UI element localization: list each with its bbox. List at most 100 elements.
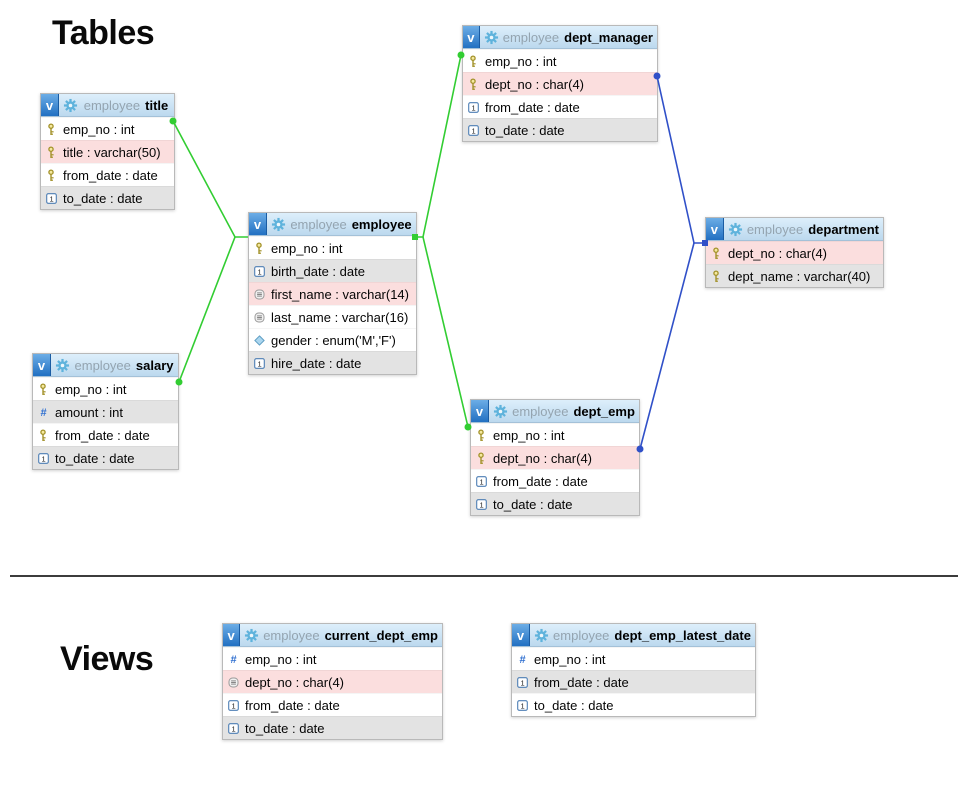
relation-line-title-employee — [172, 120, 248, 238]
gear-icon[interactable] — [493, 404, 508, 419]
gear-icon[interactable] — [63, 98, 78, 113]
column-label: last_name : varchar(16) — [271, 309, 409, 325]
column-label: from_date : date — [485, 99, 580, 115]
svg-text:1: 1 — [479, 500, 483, 509]
schema-name: employee — [74, 357, 131, 373]
v-badge-icon: v — [471, 400, 489, 422]
schema-name: employee — [263, 627, 320, 643]
date-icon: 1 — [516, 676, 528, 688]
column-row-department-0[interactable]: dept_no : char(4) — [706, 241, 883, 264]
column-row-employee-0[interactable]: emp_no : int — [249, 236, 416, 259]
column-row-current_dept_emp-1[interactable]: dept_no : char(4) — [223, 670, 442, 693]
schema-name: employee — [502, 29, 560, 45]
table-name: dept_emp_latest_date — [614, 627, 751, 643]
column-row-dept_manager-1[interactable]: dept_no : char(4) — [463, 72, 657, 95]
column-row-title-1[interactable]: title : varchar(50) — [41, 140, 174, 163]
column-row-employee-3[interactable]: last_name : varchar(16) — [249, 305, 416, 328]
svg-text:1: 1 — [471, 103, 475, 112]
v-badge-icon: v — [512, 624, 530, 646]
svg-text:1: 1 — [231, 724, 235, 733]
column-label: amount : int — [55, 404, 123, 420]
svg-text:1: 1 — [41, 454, 45, 463]
table-name: dept_manager — [564, 29, 653, 45]
column-row-salary-0[interactable]: emp_no : int — [33, 377, 178, 400]
column-row-employee-4[interactable]: gender : enum('M','F') — [249, 328, 416, 351]
primary-key-icon — [467, 54, 479, 68]
schema-name: employee — [83, 97, 141, 113]
column-row-dept_emp-0[interactable]: emp_no : int — [471, 423, 639, 446]
relation-line-employee-dept_emp — [422, 236, 469, 428]
column-row-department-1[interactable]: dept_name : varchar(40) — [706, 264, 883, 287]
column-row-salary-2[interactable]: from_date : date — [33, 423, 178, 446]
table-name: employee — [351, 216, 412, 232]
svg-text:#: # — [230, 654, 236, 665]
column-row-dept_emp-1[interactable]: dept_no : char(4) — [471, 446, 639, 469]
primary-key-icon — [37, 428, 49, 442]
column-label: emp_no : int — [245, 651, 317, 667]
relation-line-dept_manager-department — [656, 75, 705, 244]
column-row-title-0[interactable]: emp_no : int — [41, 117, 174, 140]
gear-icon[interactable] — [484, 30, 499, 45]
column-row-title-2[interactable]: from_date : date — [41, 163, 174, 186]
text-icon — [253, 289, 265, 300]
column-label: to_date : date — [55, 450, 135, 466]
column-label: from_date : date — [245, 697, 340, 713]
column-row-dept_manager-0[interactable]: emp_no : int — [463, 49, 657, 72]
column-label: from_date : date — [493, 473, 588, 489]
schema-name: employee — [553, 627, 610, 643]
v-badge-icon: v — [249, 213, 267, 235]
date-icon: 1 — [227, 722, 239, 734]
gear-icon[interactable] — [728, 222, 743, 237]
primary-key-icon — [710, 246, 722, 260]
date-icon: 1 — [475, 498, 487, 510]
enum-icon — [253, 334, 265, 346]
gear-icon[interactable] — [271, 217, 286, 232]
gear-icon[interactable] — [55, 358, 70, 373]
column-row-dept_manager-2[interactable]: 1 from_date : date — [463, 95, 657, 118]
numeric-icon: # — [37, 406, 49, 418]
column-row-salary-1[interactable]: # amount : int — [33, 400, 178, 423]
gear-icon[interactable] — [244, 628, 259, 643]
date-icon: 1 — [467, 101, 479, 113]
column-label: dept_no : char(4) — [728, 245, 828, 261]
column-row-employee-2[interactable]: first_name : varchar(14) — [249, 282, 416, 305]
column-row-salary-3[interactable]: 1 to_date : date — [33, 446, 178, 469]
svg-text:#: # — [40, 407, 46, 418]
column-label: gender : enum('M','F') — [271, 332, 396, 348]
column-row-dept_emp_latest_date-0[interactable]: #emp_no : int — [512, 647, 755, 670]
column-row-current_dept_emp-0[interactable]: # emp_no : int — [223, 647, 442, 670]
numeric-icon: # — [227, 653, 239, 665]
date-icon: 1 — [37, 452, 49, 464]
gear-icon[interactable] — [534, 628, 549, 643]
svg-text:#: # — [519, 654, 525, 665]
